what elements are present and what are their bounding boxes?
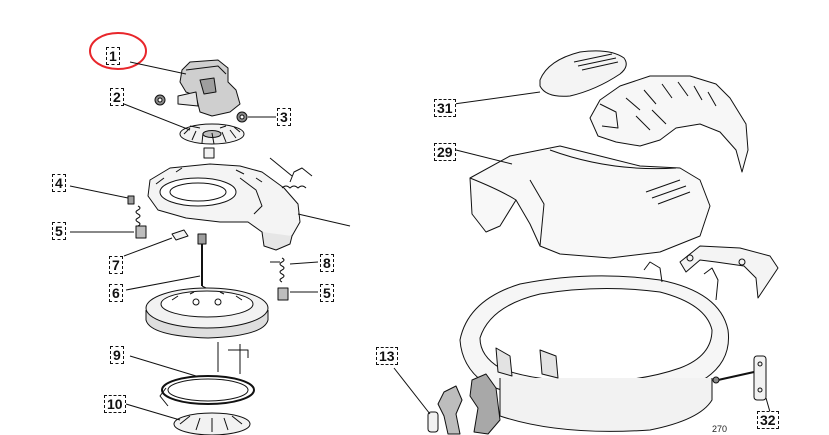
part-clip-bracket bbox=[679, 245, 779, 299]
callout-4[interactable]: 4 bbox=[52, 174, 66, 192]
callout-2[interactable]: 2 bbox=[110, 88, 124, 106]
highlight-circle bbox=[89, 32, 147, 70]
callout-31[interactable]: 31 bbox=[434, 99, 456, 117]
part-5b-screw bbox=[277, 287, 289, 301]
figure-code: 270 bbox=[712, 424, 728, 434]
part-13-latch bbox=[427, 373, 501, 435]
callout-32[interactable]: 32 bbox=[757, 411, 779, 429]
callout-7[interactable]: 7 bbox=[109, 256, 123, 274]
part-5a-screw bbox=[135, 225, 147, 239]
part-3-nut bbox=[236, 111, 248, 123]
callout-29[interactable]: 29 bbox=[434, 143, 456, 161]
callout-9[interactable]: 9 bbox=[110, 346, 124, 364]
part-6-wire bbox=[197, 233, 211, 291]
callout-5-right[interactable]: 5 bbox=[320, 284, 334, 302]
part-spring-top bbox=[269, 157, 313, 189]
part-1-motor-housing bbox=[154, 59, 241, 117]
part-8-spring bbox=[270, 257, 285, 283]
callout-10[interactable]: 10 bbox=[104, 395, 126, 413]
part-base-dish bbox=[145, 287, 269, 339]
callout-8[interactable]: 8 bbox=[320, 254, 334, 272]
part-7-clip bbox=[171, 229, 189, 241]
part-31-top-cap bbox=[539, 50, 627, 97]
part-29-shroud bbox=[469, 145, 711, 259]
part-motor-base-plate bbox=[147, 163, 351, 251]
part-spacer bbox=[203, 147, 215, 159]
part-32-hinge-pin bbox=[712, 355, 767, 401]
part-4-screw bbox=[127, 195, 141, 227]
part-10-bottom-fan bbox=[173, 412, 251, 435]
part-2-fan bbox=[179, 123, 245, 145]
part-bottom-bowl bbox=[459, 261, 730, 432]
part-upper-housing bbox=[589, 75, 749, 173]
callout-6[interactable]: 6 bbox=[109, 284, 123, 302]
callout-1[interactable]: 1 bbox=[106, 47, 120, 65]
callout-5-left[interactable]: 5 bbox=[52, 222, 66, 240]
part-9-heater-ring bbox=[159, 342, 255, 407]
callout-3[interactable]: 3 bbox=[277, 108, 291, 126]
callout-13[interactable]: 13 bbox=[376, 347, 398, 365]
